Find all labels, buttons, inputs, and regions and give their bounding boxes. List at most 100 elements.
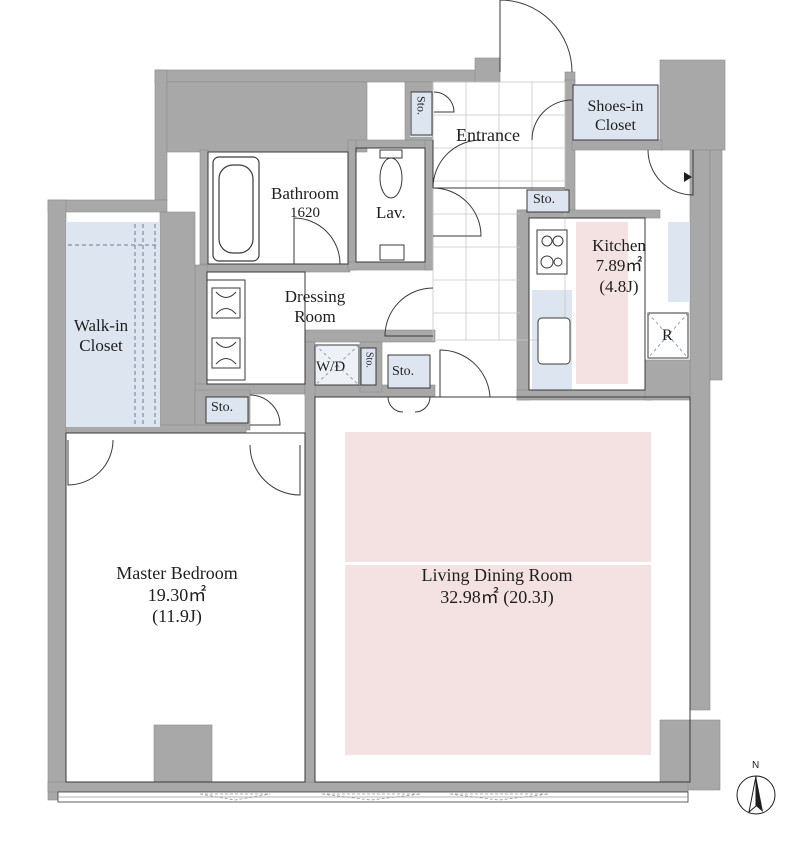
closet-sto-door (249, 394, 281, 426)
bathroom-label: Bathroom 1620 (258, 184, 352, 222)
entrance-sto-label: Sto. (411, 96, 432, 119)
living-highlight-top (345, 432, 651, 562)
lav-label: Lav. (376, 203, 406, 222)
kitchen-sto-label: Sto. (533, 192, 556, 207)
hall-sto-box (387, 354, 431, 389)
wall-left (47, 199, 67, 801)
compass-label: N (752, 760, 760, 771)
stove (536, 229, 568, 275)
direction-arrow-icon (684, 172, 692, 182)
wall-right-top (659, 59, 726, 151)
walk-in-line1: Walk-in (73, 316, 129, 335)
dressing-door (384, 287, 434, 337)
kitchen-outline (528, 217, 646, 391)
shoes-closet-line1: Shoes-in (587, 98, 644, 115)
windows (57, 791, 689, 803)
vanity-sinks (206, 279, 246, 381)
wall-bedroom-block (153, 724, 213, 783)
wall-kitchen-right (644, 359, 691, 401)
master-bedroom-name: Master Bedroom (116, 563, 238, 583)
living-dining-label: Living Dining Room 32.98㎡ (20.3J) (390, 565, 604, 608)
living-dining-name: Living Dining Room (421, 565, 573, 585)
room-outlines (65, 84, 691, 783)
bedroom-door (249, 444, 301, 496)
entrance-sto-box (410, 91, 433, 136)
wall-dressing-left (194, 264, 208, 391)
wall-lav-right (424, 139, 434, 271)
wall-lav-bottom (347, 261, 431, 271)
dressing-label: Dressing Room (268, 287, 362, 328)
kitchen-name: Kitchen (592, 236, 646, 255)
kitchen-highlight (576, 222, 628, 384)
bedroom-outline (65, 432, 306, 783)
kitchen-label: Kitchen 7.89㎡ (4.8J) (578, 236, 660, 297)
master-bedroom-area: 19.30㎡ (147, 584, 207, 605)
wall-lav-top (355, 139, 433, 149)
walls (47, 57, 726, 801)
compass-icon (736, 775, 776, 815)
living-highlight-bottom (345, 565, 651, 755)
closet-sto-label: Sto. (211, 400, 234, 415)
walk-in-line2: Closet (79, 336, 123, 356)
wall-closet-right (159, 211, 196, 431)
wall-right-notch (709, 149, 723, 381)
kitchen-area: 7.89㎡ (595, 256, 643, 276)
closet-door (67, 439, 114, 486)
entrance-sto-text: Sto. (414, 96, 429, 116)
dressing-line1: Dressing (284, 287, 346, 306)
entrance-label: Entrance (456, 125, 520, 145)
shoes-door (531, 99, 573, 141)
front-door (499, 0, 573, 73)
living-dining-area: 32.98㎡ (20.3J) (440, 586, 554, 607)
lav-outline (355, 147, 426, 263)
bathroom-name: Bathroom (271, 184, 339, 203)
closet-rails (68, 224, 158, 425)
wall-bath-left (199, 149, 209, 271)
wd-sto-box (360, 347, 377, 386)
kitchen-jo: (4.8J) (599, 276, 639, 296)
kitchen-fixtures (536, 229, 689, 365)
hall-door (439, 349, 491, 398)
wall-kitchen-bottom (516, 389, 653, 401)
bath-door (293, 217, 341, 265)
wall-shoes-bottom (571, 139, 663, 151)
wall-top-mid (474, 57, 501, 83)
fridge-label: R (662, 327, 673, 344)
kitchen-sto-box (526, 189, 570, 213)
wall-left-lobby-block (166, 81, 368, 153)
fridge-side-area (668, 222, 690, 302)
lav-door (432, 187, 482, 237)
toilet (379, 149, 405, 261)
wall-kitchen-left (516, 209, 530, 401)
wd-sto-label: Sto. (361, 352, 376, 373)
wall-bottom (47, 781, 689, 793)
dressing-line2: Room (294, 307, 336, 327)
wd-label: W/D (316, 359, 346, 375)
walk-in-closet-floor (66, 222, 160, 427)
entrance-inner-door (432, 139, 482, 189)
entrance-sto-door (433, 91, 455, 113)
kitchen-side-door (647, 149, 694, 196)
hall-sto-label: Sto. (392, 364, 415, 379)
wall-bedroom-divider (304, 341, 316, 783)
master-bedroom-jo: (11.9J) (152, 606, 202, 627)
closet-sto-box (205, 396, 249, 424)
master-bedroom-label: Master Bedroom 19.30㎡ (11.9J) (92, 563, 262, 628)
wd-sto-text: Sto. (363, 352, 375, 368)
bathtub (212, 156, 260, 262)
wall-top-left-corner (154, 69, 168, 201)
wall-bath-bottom (199, 263, 351, 273)
doors (67, 0, 694, 496)
shoes-outline (572, 84, 659, 141)
kitchen-sink (537, 317, 571, 365)
shoes-closet-line2: Closet (595, 117, 636, 135)
bathroom-size: 1620 (290, 205, 320, 222)
storage-boxes (205, 91, 570, 424)
wall-right (689, 149, 711, 711)
walk-in-closet-label: Walk-in Closet (60, 316, 142, 357)
shoes-closet-floor (573, 85, 658, 140)
shoes-closet-label: Shoes-in Closet (573, 97, 658, 135)
entrance-tiles (432, 81, 566, 341)
hall-sto-doors (387, 396, 431, 413)
